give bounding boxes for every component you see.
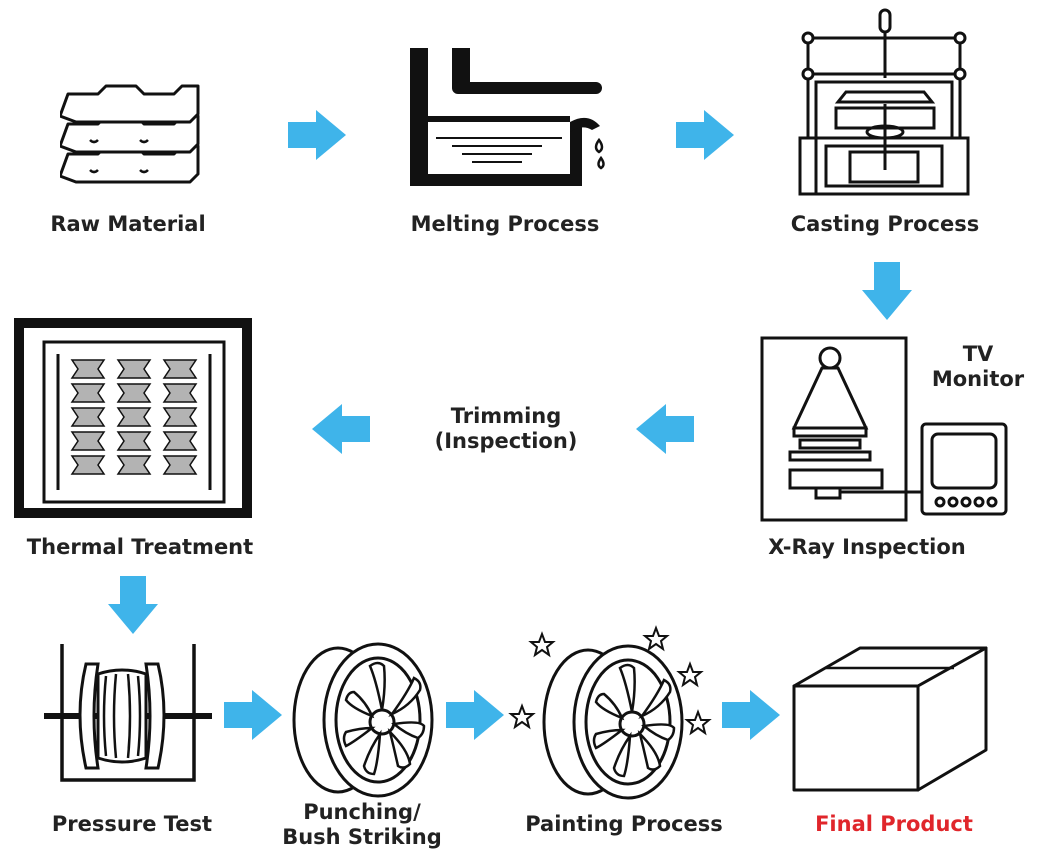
pressure-test-icon — [44, 644, 212, 782]
step-label-pressure: Pressure Test — [51, 812, 213, 836]
arrow-right-icon — [722, 690, 780, 740]
step-label-trimming-line2: (Inspection) — [434, 429, 578, 454]
step-label-raw-material: Raw Material — [50, 212, 206, 236]
heat-treatment-furnace-icon — [14, 318, 252, 518]
arrow-right-icon — [224, 690, 282, 740]
tv-monitor-label-line1: TV — [962, 342, 994, 366]
arrow-down-icon — [862, 262, 912, 320]
step-label-thermal: Thermal Treatment — [26, 535, 254, 559]
melting-furnace-icon — [410, 48, 605, 186]
ingots-icon — [60, 84, 200, 184]
step-label-final: Final Product — [815, 812, 973, 836]
step-label-painting: Painting Process — [525, 812, 723, 836]
step-label-xray: X-Ray Inspection — [768, 535, 966, 559]
arrow-right-icon — [446, 690, 504, 740]
step-label-trimming-line1: Trimming — [450, 404, 562, 428]
arrow-left-icon — [636, 404, 694, 454]
tv-monitor-icon — [840, 422, 1008, 516]
box-icon — [792, 646, 988, 792]
arrow-right-icon — [676, 110, 734, 160]
step-label-punching: Punching/ Bush Striking — [262, 800, 462, 850]
step-label-trimming: Trimming (Inspection) — [406, 404, 606, 454]
wheel-icon — [292, 642, 434, 798]
step-label-casting: Casting Process — [790, 212, 980, 236]
arrow-down-icon — [108, 576, 158, 634]
arrow-right-icon — [288, 110, 346, 160]
xray-machine-icon — [760, 336, 908, 522]
painted-wheel-icon — [508, 625, 712, 800]
arrow-left-icon — [312, 404, 370, 454]
step-label-punching-line2: Bush Striking — [282, 825, 442, 850]
tv-monitor-label-line2: Monitor — [931, 367, 1025, 392]
casting-machine-icon — [798, 8, 970, 196]
tv-monitor-label: TV Monitor — [918, 342, 1038, 392]
step-label-melting: Melting Process — [410, 212, 600, 236]
step-label-punching-line1: Punching/ — [303, 800, 421, 824]
